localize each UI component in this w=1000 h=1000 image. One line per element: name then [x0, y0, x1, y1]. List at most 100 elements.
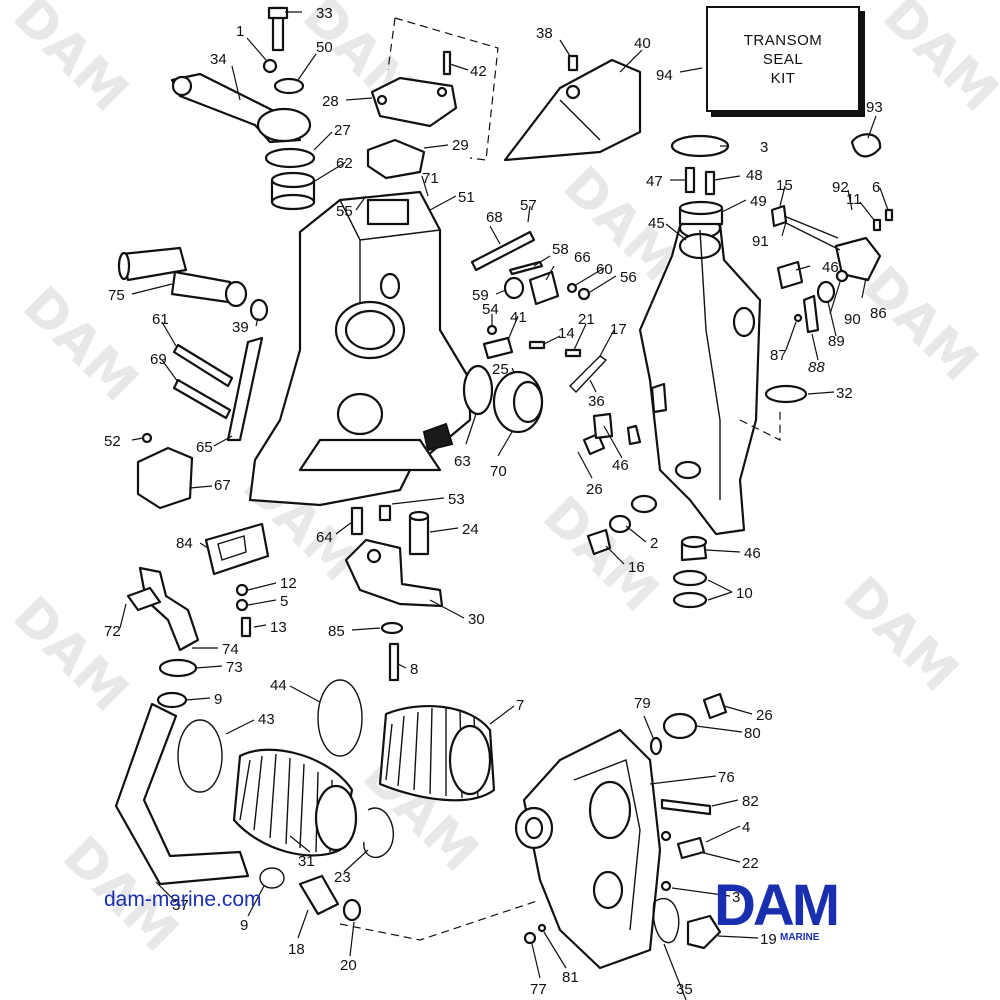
website-link[interactable]: dam-marine.com	[104, 888, 262, 911]
callout: 67	[214, 477, 231, 494]
plate-22	[676, 836, 706, 860]
callout: 64	[316, 529, 333, 546]
callout: 47	[646, 173, 663, 190]
callout: 28	[322, 93, 339, 110]
callout: 22	[742, 855, 759, 872]
dashed-outline	[394, 17, 499, 161]
kit-label-line: SEAL	[762, 50, 804, 68]
watermark-text: DAM	[1, 586, 139, 724]
logo-brand: DAM	[714, 873, 840, 938]
washer-79	[649, 736, 663, 756]
callout: 44	[270, 677, 287, 694]
callout: 46	[744, 545, 761, 562]
switch-66	[528, 270, 560, 306]
callout: 12	[280, 575, 297, 592]
washer-10a	[672, 569, 708, 587]
clamp-9b	[259, 867, 285, 889]
transom-seal-kit-box: TRANSOM SEAL KIT	[706, 6, 860, 112]
callout: 43	[258, 711, 275, 728]
callout: 8	[410, 661, 418, 678]
callout: 13	[270, 619, 287, 636]
screw-38	[567, 54, 579, 72]
steering-lever-assembly	[170, 6, 316, 211]
callout: 10	[736, 585, 753, 602]
seal-63	[462, 364, 494, 416]
tool-icon	[422, 422, 454, 452]
bore-lower	[336, 392, 384, 436]
callout: 31	[298, 853, 315, 870]
callout: 35	[676, 981, 693, 998]
ring-27	[264, 147, 316, 169]
callout: 88	[808, 359, 825, 376]
elbow-fitting-74	[126, 566, 200, 709]
callout: 75	[108, 287, 125, 304]
leader-lines	[119, 11, 889, 1000]
callout: 7	[516, 697, 524, 714]
callout: 69	[150, 351, 167, 368]
screw-87	[793, 313, 803, 323]
seal-2a	[630, 494, 658, 514]
pin-53	[378, 504, 392, 522]
callout: 9	[214, 691, 222, 708]
callout: 84	[176, 535, 193, 552]
callout: 91	[752, 233, 769, 250]
callout: 79	[634, 695, 651, 712]
callout: 85	[328, 623, 345, 640]
rod-68	[470, 230, 536, 272]
callout: 86	[870, 305, 887, 322]
o-ring-81	[537, 923, 547, 933]
callout: 17	[610, 321, 627, 338]
washer-85	[380, 621, 404, 635]
gasket-29	[366, 138, 426, 180]
screw-21	[564, 348, 582, 358]
screw-6	[884, 208, 894, 222]
washer-5	[235, 598, 249, 612]
screw-42	[442, 50, 452, 76]
pin-48	[704, 170, 716, 196]
callout: 50	[316, 39, 333, 56]
callout: 55	[336, 203, 353, 220]
bolt-8	[388, 642, 400, 682]
clamp-43	[177, 719, 223, 793]
nut-19	[686, 914, 722, 950]
screw-52	[141, 432, 153, 444]
plug-16	[586, 528, 612, 556]
kit-label-line: TRANSOM	[743, 31, 823, 49]
washer-80	[662, 712, 698, 740]
callout: 20	[340, 957, 357, 974]
callout: 92	[832, 179, 849, 196]
callout: 32	[836, 385, 853, 402]
callout: 2	[650, 535, 658, 552]
callout: 71	[422, 170, 439, 187]
swivel-housing	[638, 216, 762, 536]
callout: 49	[750, 193, 767, 210]
callout: 40	[634, 35, 651, 52]
plug-26a	[582, 432, 606, 456]
callout: 33	[316, 5, 333, 22]
callout: 51	[458, 189, 475, 206]
callout: 34	[210, 51, 227, 68]
callout: 94	[656, 67, 673, 84]
gasket-35	[652, 897, 680, 944]
callout: 72	[104, 623, 121, 640]
ring-59	[503, 276, 525, 300]
callout: 39	[232, 319, 249, 336]
sender-86	[834, 236, 882, 282]
o-ring-3	[670, 134, 730, 158]
sender-15	[770, 204, 788, 228]
callout: 6	[872, 179, 880, 196]
callout: 82	[742, 793, 759, 810]
callout: 76	[718, 769, 735, 786]
plug-77	[523, 931, 537, 945]
tube-65	[226, 336, 264, 442]
callout: 42	[470, 63, 487, 80]
bushing-46a	[776, 260, 804, 290]
bushing-62	[270, 171, 316, 189]
callout: 5	[280, 593, 288, 610]
washer-90	[835, 269, 849, 283]
callout: 63	[454, 453, 471, 470]
callout: 24	[462, 521, 479, 538]
callout: 26	[586, 481, 603, 498]
callout: 80	[744, 725, 761, 742]
